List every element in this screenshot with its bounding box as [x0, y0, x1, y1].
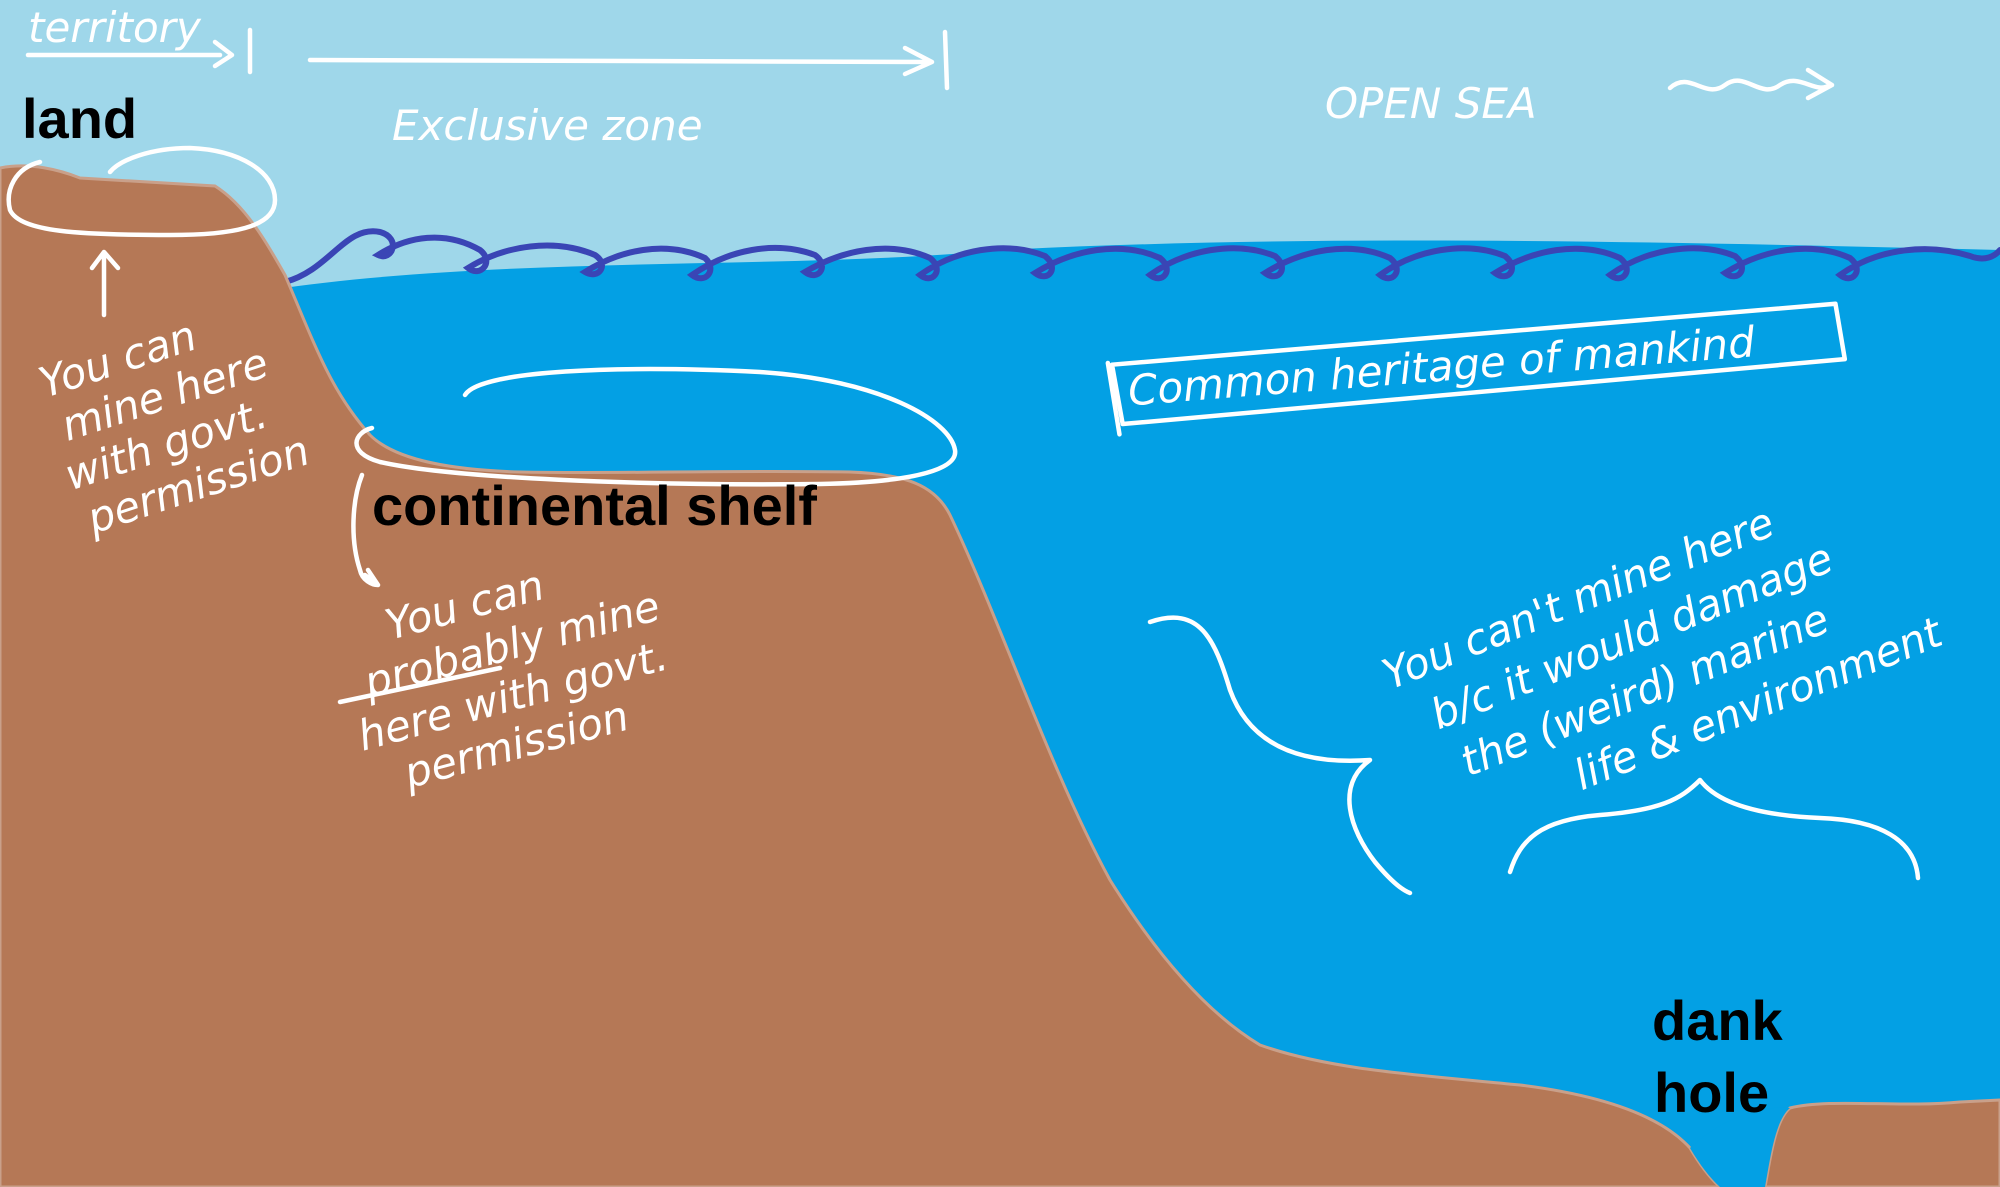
land-note-arrow	[89, 249, 121, 318]
open-sea-label: OPEN SEA	[1325, 79, 1537, 128]
land-label: land	[22, 87, 137, 150]
dank-hole-water	[1690, 1107, 1790, 1187]
exclusive-zone-label: Exclusive zone	[392, 101, 703, 150]
shelf-note-pointer	[351, 472, 381, 588]
shelf-note: You can probably mine here with govt. pe…	[353, 560, 673, 798]
open-sea-bottom-brace	[1507, 777, 1921, 881]
continental-shelf-label: continental shelf	[372, 474, 817, 537]
exclusive-zone-arrow	[307, 29, 950, 91]
territory-arrow	[212, 27, 253, 75]
dank-hole-label-line-1: dank	[1652, 989, 1784, 1052]
territory-label: territory	[28, 3, 202, 52]
common-heritage-border	[1105, 301, 1848, 437]
land-highlight-circle	[6, 145, 278, 238]
shelf-highlight-ellipse	[354, 366, 958, 487]
open-sea-arrow	[1667, 67, 1835, 101]
probably-underline	[337, 665, 503, 705]
sea-surface-waves	[282, 228, 2000, 285]
open-sea-left-brace	[1147, 615, 1413, 896]
dank-hole-label-line-2: hole	[1654, 1061, 1769, 1124]
open-sea-note: You can't mine here b/c it would damage …	[1375, 497, 1950, 799]
